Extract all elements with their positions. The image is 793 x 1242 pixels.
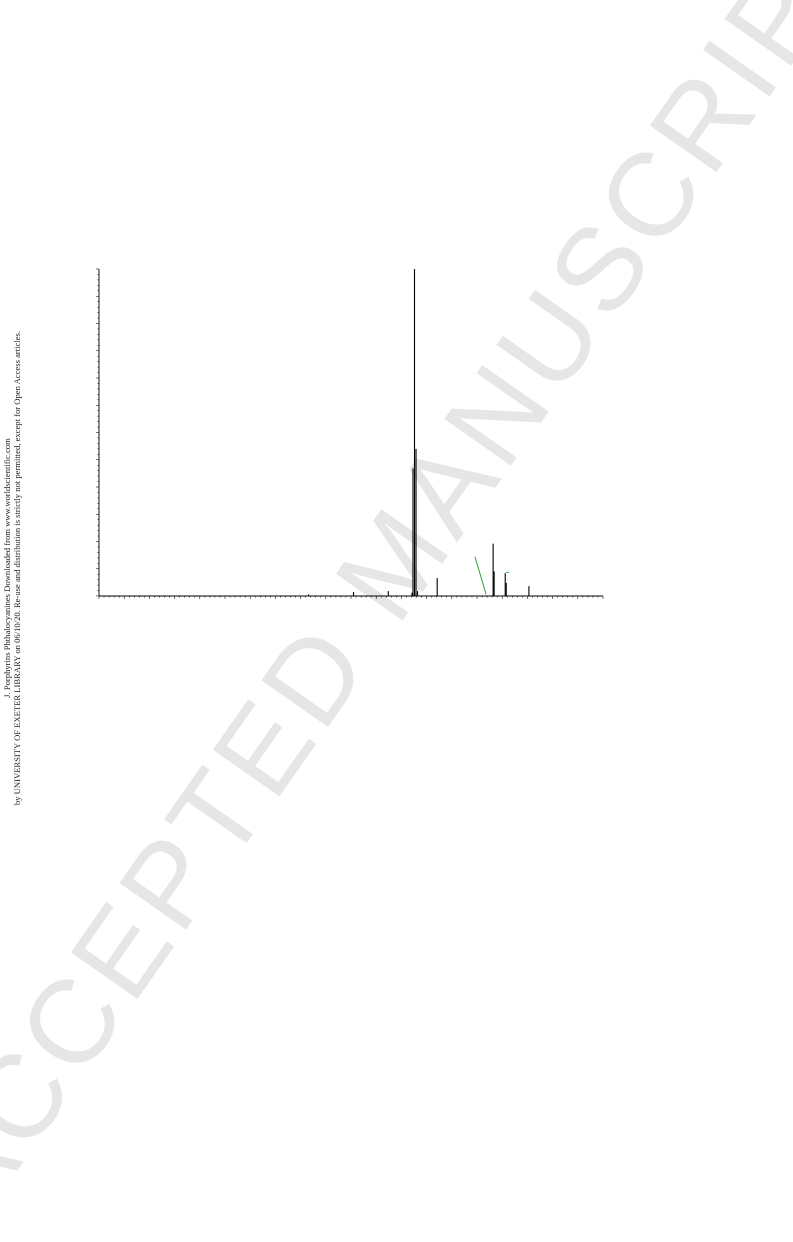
spectrum-peaks (308, 269, 530, 596)
download-notice: J. Porphyrins Phthalocyanines Downloaded… (2, 283, 22, 853)
chart-axes (96, 268, 604, 599)
download-notice-line-1: J. Porphyrins Phthalocyanines Downloaded… (2, 438, 12, 698)
download-notice-line-2: by UNIVERSITY OF EXETER LIBRARY on 06/10… (12, 330, 22, 806)
mass-spectrum-chart (96, 268, 604, 599)
isotope-annotations (474, 556, 509, 595)
isotope-envelope-marker (474, 556, 487, 595)
